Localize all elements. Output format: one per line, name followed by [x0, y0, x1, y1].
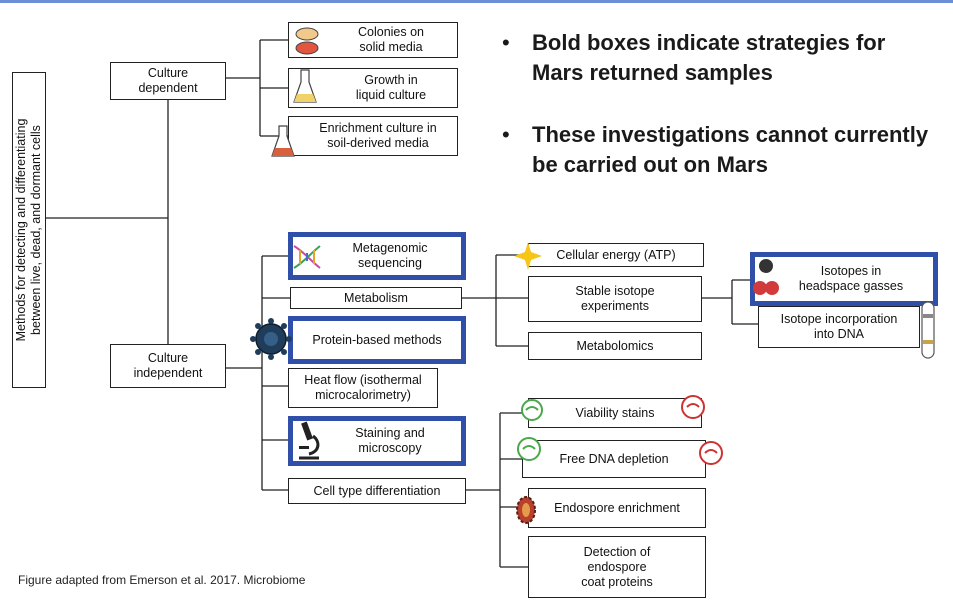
colonies-box: Colonies on solid media: [288, 22, 458, 58]
bullet-not-on-mars: These investigations cannot currently be…: [500, 120, 940, 180]
metagenomic-sequencing-box: Metagenomic sequencing: [288, 232, 466, 280]
viability-stains-box: Viability stains: [528, 398, 702, 428]
metabolism-box: Metabolism: [290, 287, 462, 309]
culture-independent-box: Culture independent: [110, 344, 226, 388]
figure-caption: Figure adapted from Emerson et al. 2017.…: [18, 573, 306, 587]
root-methods-label: Methods for detecting and differentiatin…: [14, 118, 43, 342]
cellular-energy-box: Cellular energy (ATP): [528, 243, 704, 267]
endospore-icon: [516, 496, 536, 524]
red-cell-icon: [681, 395, 705, 419]
cell-type-differentiation-box: Cell type differentiation: [288, 478, 466, 504]
red-cell-icon-2: [699, 441, 723, 465]
test-tube-icon: [921, 301, 935, 359]
endospore-coat-proteins-box: Detection of endospore coat proteins: [528, 536, 706, 598]
dna-icon: [293, 245, 321, 269]
heat-flow-box: Heat flow (isothermal microcalorimetry): [288, 368, 438, 408]
top-rule: [0, 0, 953, 3]
protein-methods-box: Protein-based methods: [288, 316, 466, 364]
root-methods-box: Methods for detecting and differentiatin…: [12, 72, 46, 388]
green-cell-icon-2: [517, 437, 541, 461]
petri-dish-icon: [295, 27, 319, 55]
enrichment-culture-box: Enrichment culture in soil-derived media: [288, 116, 458, 156]
culture-dependent-box: Culture dependent: [110, 62, 226, 100]
green-cell-icon: [521, 399, 543, 421]
isotope-dna-box: Isotope incorporation into DNA: [758, 306, 920, 348]
legend-bullets: Bold boxes indicate strategies for Mars …: [500, 28, 940, 212]
endospore-enrichment-box: Endospore enrichment: [528, 488, 706, 528]
erlenmeyer-flask-icon: [271, 125, 295, 157]
free-dna-depletion-box: Free DNA depletion: [522, 440, 706, 478]
bullet-bold-boxes: Bold boxes indicate strategies for Mars …: [500, 28, 940, 88]
headspace-isotopes-box: Isotopes in headspace gasses: [750, 252, 938, 306]
metabolomics-box: Metabolomics: [528, 332, 702, 360]
protein-icon: [250, 318, 292, 360]
microscope-icon: [299, 421, 320, 460]
flask-icon: [293, 69, 317, 103]
stable-isotope-box: Stable isotope experiments: [528, 276, 702, 322]
gas-molecule-icon: [753, 259, 779, 295]
atp-burst-icon: [514, 242, 542, 270]
